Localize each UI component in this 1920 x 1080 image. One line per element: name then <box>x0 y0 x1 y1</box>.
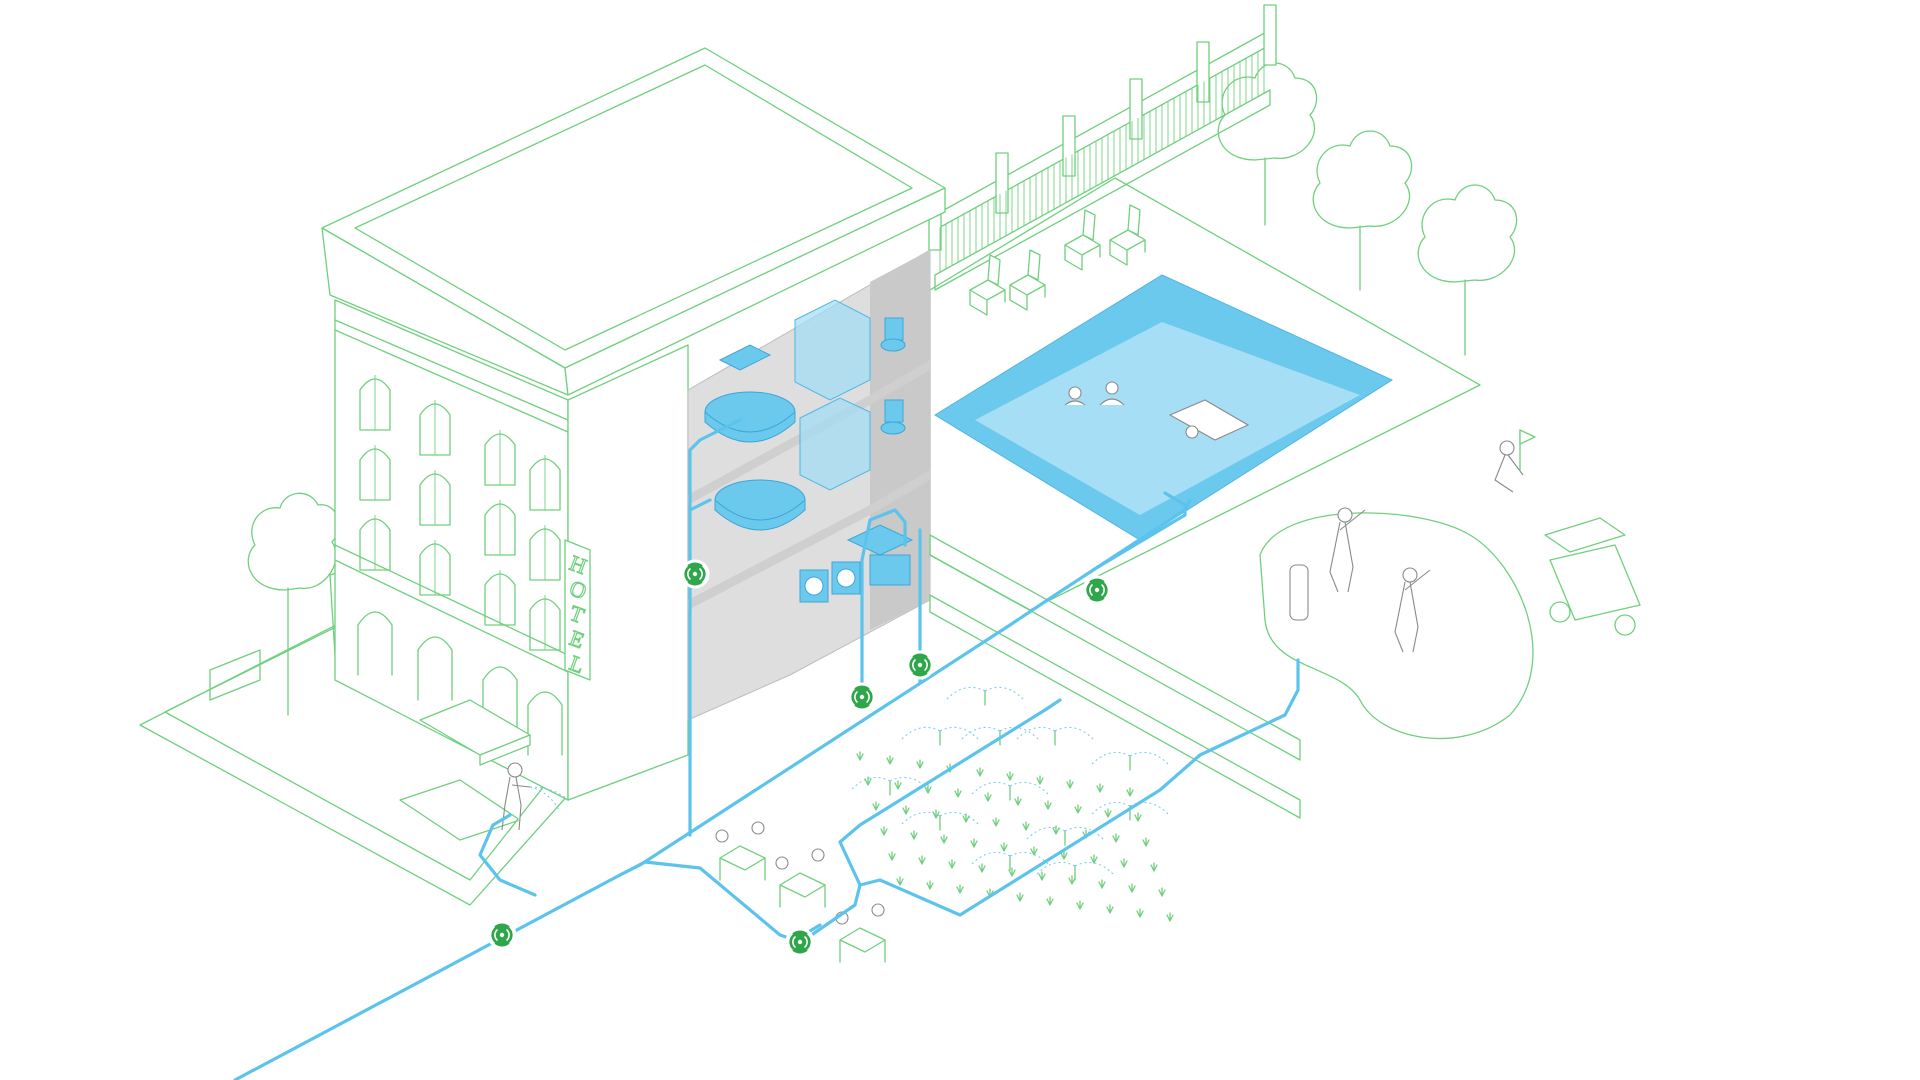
tree-icon <box>247 492 340 716</box>
fence-post <box>1196 41 1210 103</box>
sprinkler-icon <box>901 811 979 831</box>
sprinkler-icon <box>1091 751 1169 771</box>
washing-machine-icon <box>799 561 861 603</box>
back-fence <box>928 4 1277 291</box>
fence-post <box>995 152 1009 214</box>
sprinkler-icon <box>1016 726 1094 746</box>
toilet-icon <box>880 399 906 435</box>
fence-post <box>1062 115 1076 177</box>
bathtub-icon <box>704 391 796 443</box>
sprinkler-icon <box>1026 826 1104 846</box>
pool-float-icon <box>1168 399 1250 441</box>
person-icon <box>1394 567 1431 653</box>
sprinkler-icon <box>946 686 1024 706</box>
wireless-water-meter-icon <box>905 650 935 680</box>
sprinkler-icon <box>1091 801 1169 821</box>
sprinkler-icon <box>901 726 979 746</box>
tree-icon <box>1312 130 1413 291</box>
sprinkler-icon <box>971 781 1049 801</box>
person-icon <box>1099 381 1125 406</box>
wireless-water-meter-icon <box>1082 575 1112 605</box>
sensors <box>487 559 1112 957</box>
toilet-icon <box>880 317 906 352</box>
hotel-sign: H O T E L <box>564 539 591 681</box>
golf-bag-icon <box>1289 564 1309 621</box>
person-icon <box>1494 429 1536 493</box>
golf-green <box>1259 429 1641 740</box>
dining-table-icon <box>775 848 826 908</box>
shower-icon <box>799 397 871 491</box>
hotel-building: H O T E L <box>321 47 946 801</box>
side-fence <box>929 534 1301 819</box>
person-icon <box>501 762 571 831</box>
kitchen-sink-icon <box>846 524 914 586</box>
wireless-water-meter-icon <box>847 682 877 712</box>
bathtub-icon <box>714 479 806 531</box>
dining-table-icon <box>715 821 766 881</box>
fence-post <box>1263 4 1277 66</box>
tree-icon <box>1417 184 1518 356</box>
sprinkler-icon <box>971 851 1049 871</box>
dining-table-icon <box>835 903 886 963</box>
sprinkler-icon <box>851 776 929 796</box>
tree-icon <box>1217 62 1318 226</box>
sink-icon <box>718 344 772 371</box>
lounge-chairs <box>969 204 1146 316</box>
person-icon <box>1064 386 1086 406</box>
hotel-cutaway-interior <box>687 249 931 721</box>
golf-cart-icon <box>1544 517 1641 636</box>
wireless-water-meter-icon <box>785 927 815 957</box>
swimming-pool <box>934 274 1394 541</box>
fence-post <box>1129 78 1143 140</box>
outdoor-dining <box>715 821 886 963</box>
person-icon <box>1329 507 1366 593</box>
wireless-water-meter-icon <box>680 559 710 589</box>
shower-icon <box>794 299 871 401</box>
garden-beds <box>851 686 1174 922</box>
wireless-water-meter-icon <box>487 920 517 950</box>
